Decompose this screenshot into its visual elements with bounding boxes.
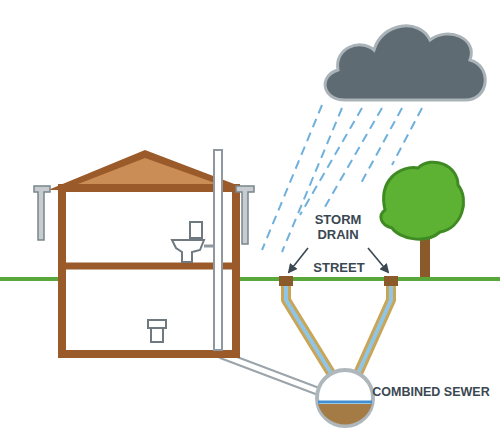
sewer-label: COMBINED SEWER — [366, 385, 496, 399]
combined-sewer-pipe — [317, 370, 373, 426]
storm-drain-pipes — [279, 276, 398, 378]
rain-cloud — [325, 26, 485, 100]
house — [34, 150, 254, 354]
street-label: STREET — [294, 261, 384, 276]
storm-drain-label: STORM DRAIN — [307, 213, 369, 243]
tree — [381, 162, 464, 278]
